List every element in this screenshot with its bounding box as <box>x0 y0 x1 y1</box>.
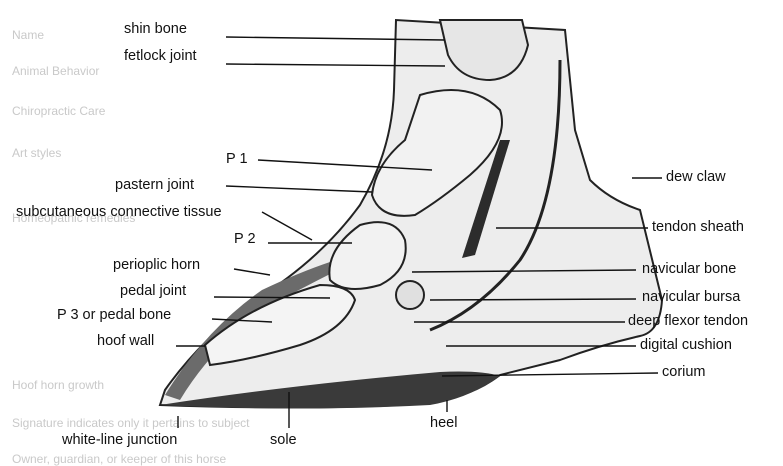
label-deep-flexor: deep flexor tendon <box>628 314 748 329</box>
label-navicular-bone: navicular bone <box>642 262 736 277</box>
label-tendon-sheath: tendon sheath <box>652 220 744 235</box>
label-dew-claw: dew claw <box>666 170 726 185</box>
label-pastern-joint: pastern joint <box>115 178 194 193</box>
label-subcutaneous: subcutaneous connective tissue <box>16 205 222 220</box>
label-p3: P 3 or pedal bone <box>57 308 171 323</box>
label-perioplic-horn: perioplic horn <box>113 258 200 273</box>
leader-subcut <box>262 212 312 240</box>
leader-pastern <box>226 186 372 192</box>
navicular-bone-shape <box>396 281 424 309</box>
label-navicular-bursa: navicular bursa <box>642 290 740 305</box>
label-hoof-wall: hoof wall <box>97 334 154 349</box>
leader-perioplic <box>234 269 270 275</box>
label-white-line: white-line junction <box>62 433 177 448</box>
label-digital-cushion: digital cushion <box>640 338 732 353</box>
label-p1: P 1 <box>226 152 248 167</box>
label-pedal-joint: pedal joint <box>120 284 186 299</box>
label-shin-bone: shin bone <box>124 22 187 37</box>
label-p2: P 2 <box>234 232 256 247</box>
label-corium: corium <box>662 365 706 380</box>
label-fetlock-joint: fetlock joint <box>124 49 197 64</box>
label-sole: sole <box>270 433 297 448</box>
leader-pedal <box>214 297 330 298</box>
label-heel: heel <box>430 416 457 431</box>
